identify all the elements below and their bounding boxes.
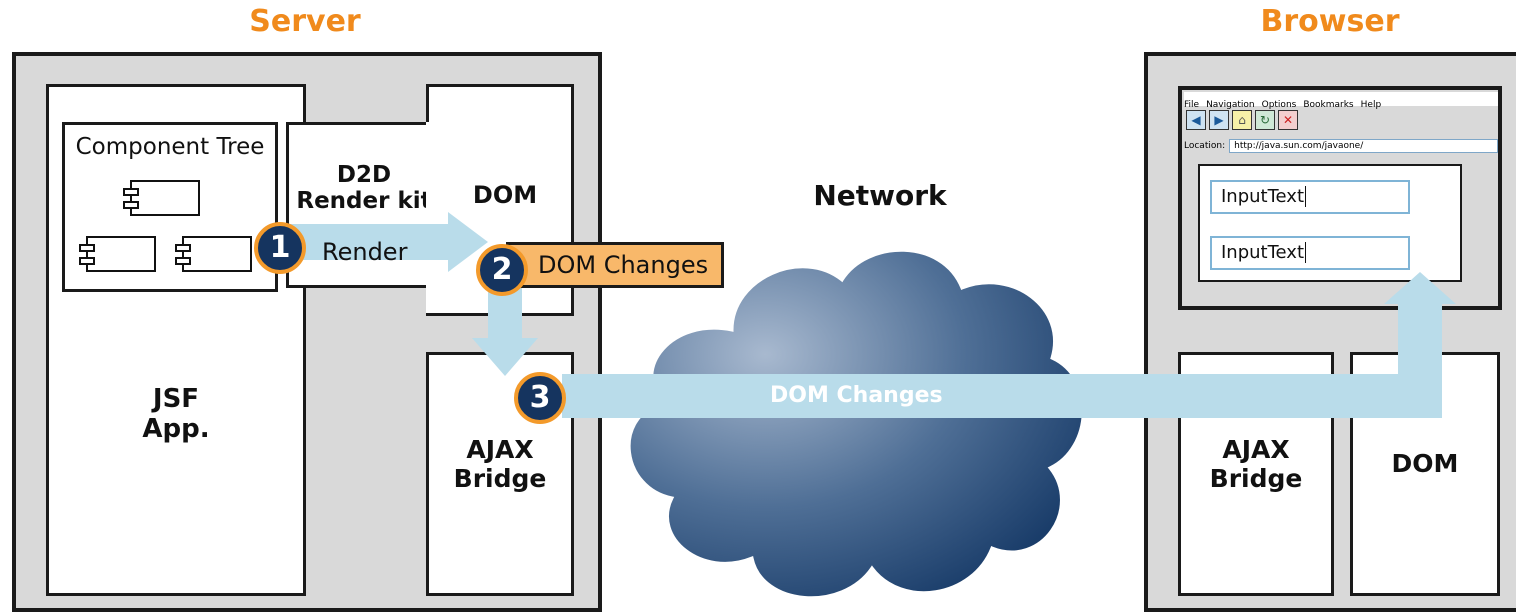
- forward-arrow-icon[interactable]: ▶: [1209, 110, 1229, 130]
- browser-toolbar: ◀ ▶ ⌂ ↻ ✕: [1186, 110, 1298, 130]
- menu-file[interactable]: File: [1184, 100, 1200, 110]
- menu-bookmarks[interactable]: Bookmarks: [1303, 100, 1354, 110]
- dom-to-bridge-arrow: [472, 282, 538, 376]
- home-icon[interactable]: ⌂: [1232, 110, 1252, 130]
- browser-heading: Browser: [1260, 4, 1400, 39]
- browser-menu-bar: File Navigation Options Bookmarks Help: [1184, 92, 1498, 110]
- step-1-badge: 1: [254, 222, 306, 274]
- browser-ajax-bridge-label: AJAX Bridge: [1209, 435, 1303, 493]
- browser-dom-label: DOM: [1391, 449, 1459, 478]
- step-3-badge: 3: [514, 372, 566, 424]
- band-arrow-head: [1384, 272, 1456, 304]
- step-2-badge: 2: [476, 244, 528, 296]
- component-icon: [79, 236, 156, 272]
- stop-icon[interactable]: ✕: [1278, 110, 1298, 130]
- component-icon: [123, 180, 200, 216]
- input-text-field-2[interactable]: InputText: [1210, 236, 1410, 270]
- dom-changes-box: [506, 242, 724, 288]
- network-heading: Network: [813, 179, 947, 212]
- dom-changes-label: DOM Changes: [538, 251, 709, 279]
- dom-changes-band-label: DOM Changes: [770, 383, 943, 408]
- location-bar: Location: http://java.sun.com/javaone/: [1184, 138, 1498, 154]
- input-text-field-1[interactable]: InputText: [1210, 180, 1410, 214]
- render-arrow: [278, 212, 488, 272]
- server-ajax-bridge-label: AJAX Bridge: [453, 435, 547, 493]
- jsf-app-label: JSF App.: [142, 384, 210, 444]
- component-tree-label: Component Tree: [75, 134, 265, 160]
- location-field[interactable]: http://java.sun.com/javaone/: [1229, 139, 1498, 153]
- refresh-icon[interactable]: ↻: [1255, 110, 1275, 130]
- menu-options[interactable]: Options: [1261, 100, 1297, 110]
- browser-content: InputText InputText: [1198, 164, 1462, 282]
- server-heading: Server: [249, 4, 361, 39]
- cloud-icon: [627, 248, 1085, 600]
- menu-help[interactable]: Help: [1360, 100, 1382, 110]
- render-label: Render: [322, 238, 408, 266]
- server-dom-box-edge: [426, 84, 429, 122]
- render-kit-label: D2D Render kit: [296, 162, 432, 215]
- component-icon: [175, 236, 252, 272]
- dom-changes-band: [562, 374, 1442, 418]
- location-label: Location:: [1184, 141, 1226, 151]
- menu-navigation[interactable]: Navigation: [1206, 100, 1255, 110]
- server-dom-label: DOM: [472, 181, 538, 209]
- back-arrow-icon[interactable]: ◀: [1186, 110, 1206, 130]
- browser-window: File Navigation Options Bookmarks Help ◀ ▶ ⌂…: [1178, 86, 1502, 310]
- dom-changes-band-up: [1398, 300, 1442, 418]
